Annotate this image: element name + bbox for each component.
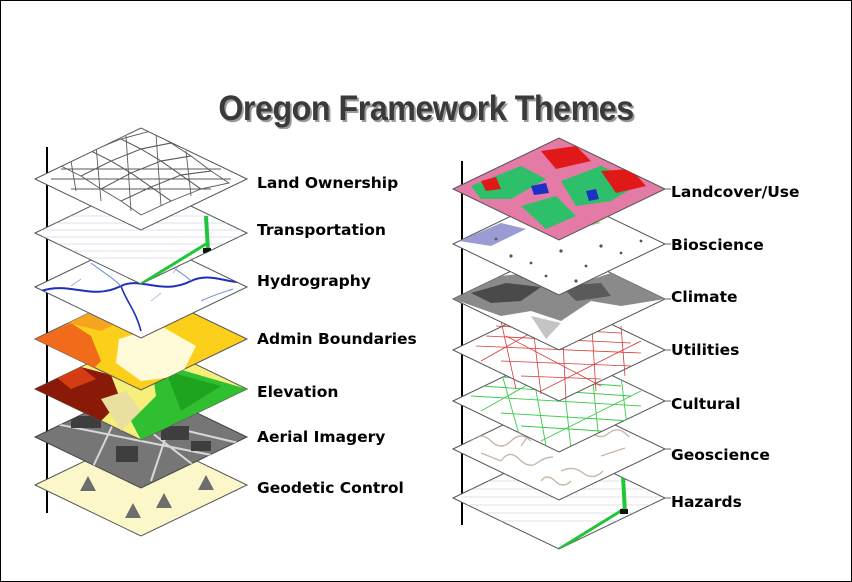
slide-title: Oregon Framework Themes [218, 89, 634, 128]
label-hydrography: Hydrography [257, 272, 371, 290]
layer-admin-boundaries [33, 287, 249, 391]
label-land-ownership: Land Ownership [257, 174, 399, 192]
label-aerial-imagery: Aerial Imagery [257, 428, 386, 446]
label-utilities: Utilities [671, 341, 740, 359]
label-admin-boundaries: Admin Boundaries [257, 330, 417, 348]
label-landcover-use: Landcover/Use [671, 183, 800, 201]
layer-landcover-use [451, 137, 667, 241]
layer-land-ownership [33, 127, 249, 231]
label-elevation: Elevation [257, 383, 339, 401]
label-climate: Climate [671, 288, 738, 306]
label-hazards: Hazards [671, 493, 742, 511]
layer-hydrography [33, 235, 249, 339]
label-cultural: Cultural [671, 395, 741, 413]
right-leaders [665, 188, 671, 499]
label-transportation: Transportation [257, 221, 386, 239]
label-geodetic-control: Geodetic Control [257, 479, 404, 497]
label-bioscience: Bioscience [671, 236, 764, 254]
label-geoscience: Geoscience [671, 446, 770, 464]
